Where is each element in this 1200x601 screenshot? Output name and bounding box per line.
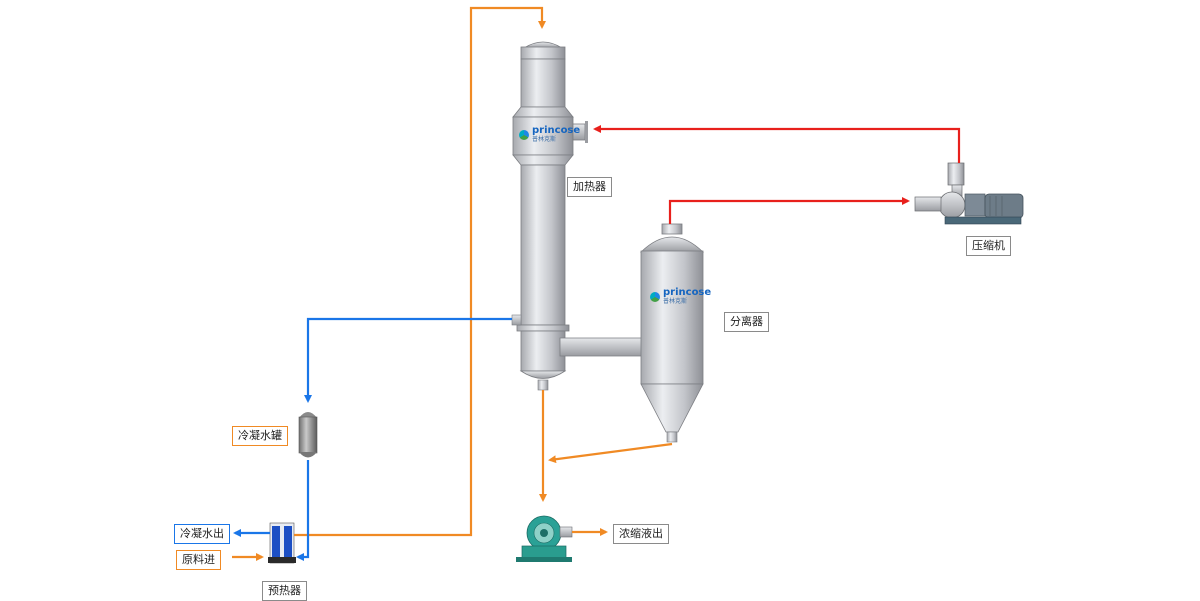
feed-flow-line xyxy=(294,6,546,537)
label-condensate-tank: 冷凝水罐 xyxy=(232,426,288,446)
label-preheater: 预热器 xyxy=(262,581,307,601)
brand-logo-icon xyxy=(519,130,529,140)
label-condensate-out: 冷凝水出 xyxy=(174,524,230,544)
compressed-steam-line xyxy=(593,125,961,163)
condensate-tank xyxy=(298,412,318,458)
compressor-unit xyxy=(914,162,1024,225)
label-feed-in: 原料进 xyxy=(176,550,221,570)
label-separator: 分离器 xyxy=(724,312,769,332)
preheater-unit xyxy=(268,522,296,564)
discharge-pump xyxy=(516,515,573,562)
heater-logo: princose 普林克斯 xyxy=(519,126,580,144)
logo-brand-cn: 普林克斯 xyxy=(663,298,688,305)
logo-brand: princose xyxy=(532,125,581,136)
separator-vessel xyxy=(640,223,704,443)
separator-discharge-line xyxy=(548,442,673,464)
label-concentrate-out: 浓缩液出 xyxy=(613,524,669,544)
brand-logo-icon xyxy=(650,292,660,302)
label-compressor: 压缩机 xyxy=(966,236,1011,256)
logo-brand: princose xyxy=(663,287,712,298)
condensate-to-preheater-line xyxy=(296,460,310,561)
heater-vessel xyxy=(511,41,588,391)
label-heater: 加热器 xyxy=(567,177,612,197)
condensate-flow-line xyxy=(304,317,512,403)
separator-logo: princose 普林克斯 xyxy=(650,288,711,306)
logo-brand-cn: 普林克斯 xyxy=(532,136,557,143)
secondary-steam-line xyxy=(668,197,910,224)
